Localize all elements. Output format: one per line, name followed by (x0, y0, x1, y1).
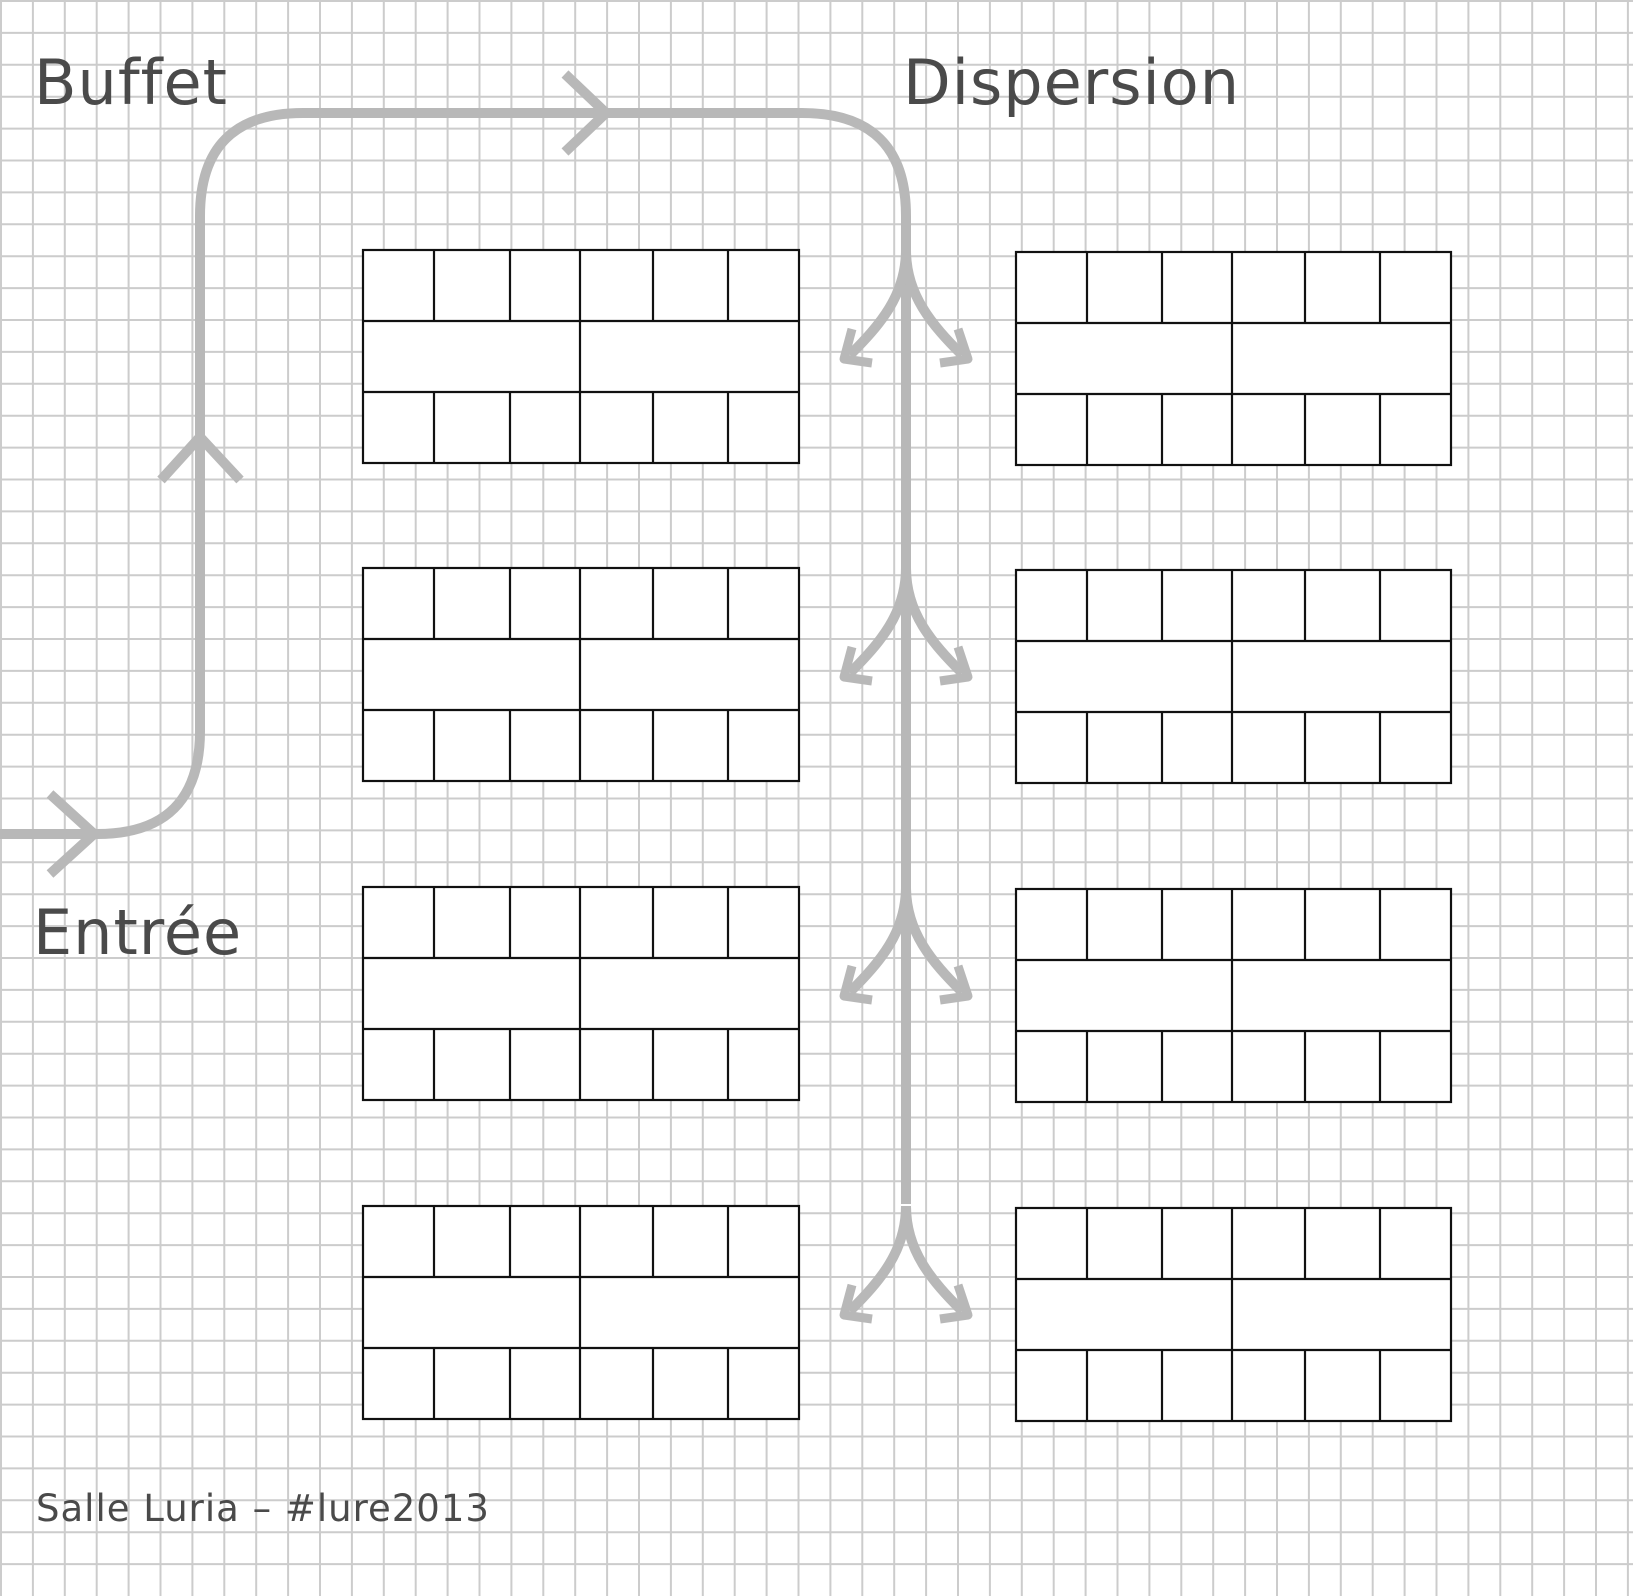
left-branch-curve (846, 1205, 911, 1315)
caption-label: Salle Luria – #lure2013 (36, 1487, 490, 1530)
right-branch-curve (901, 886, 966, 996)
left-branch-curve (846, 567, 911, 677)
table-cell-lines (1016, 889, 1451, 1102)
entree-label: Entrée (33, 896, 243, 969)
table-blocks (361, 248, 1453, 1423)
dispersion-branch (839, 886, 973, 1005)
entry-arrowhead (46, 790, 99, 878)
upward-arrowhead (157, 432, 244, 484)
right-branch-arrowhead (939, 645, 973, 686)
table-cell-lines (363, 887, 799, 1100)
dispersion-label: Dispersion (903, 46, 1241, 119)
table-block (361, 1204, 801, 1421)
dispersion-branch (839, 249, 973, 368)
flow-paths (0, 70, 973, 1324)
right-branch-curve (901, 249, 966, 359)
table-cell-lines (1016, 252, 1451, 465)
table-block (1014, 568, 1453, 785)
buffet-label: Buffet (34, 46, 228, 119)
table-block (361, 566, 801, 783)
right-branch-curve (901, 567, 966, 677)
right-branch-arrowhead (939, 964, 973, 1005)
table-block (361, 885, 801, 1102)
table-outline (1014, 887, 1453, 1104)
dispersion-branch (839, 567, 973, 686)
table-outline (1014, 250, 1453, 467)
table-cell-lines (1016, 570, 1451, 783)
left-branch-arrowhead (839, 1283, 873, 1324)
left-branch-arrowhead (839, 645, 873, 686)
main-flow-path (0, 108, 911, 1204)
right-branch-arrowhead (939, 327, 973, 368)
table-block (1014, 887, 1453, 1104)
table-block (1014, 250, 1453, 467)
table-cell-lines (363, 250, 799, 463)
table-block (361, 248, 801, 465)
dispersion-branch (839, 1205, 973, 1324)
right-branch-arrowhead (939, 1283, 973, 1324)
table-cell-lines (1016, 1208, 1451, 1421)
table-outline (1014, 568, 1453, 785)
rightward-arrowhead (561, 70, 611, 156)
left-branch-curve (846, 249, 911, 359)
table-block (1014, 1206, 1453, 1423)
right-branch-curve (901, 1205, 966, 1315)
table-cell-lines (363, 568, 799, 781)
left-branch-arrowhead (839, 327, 873, 368)
table-cell-lines (363, 1206, 799, 1419)
left-branch-arrowhead (839, 964, 873, 1005)
table-outline (1014, 1206, 1453, 1423)
left-branch-curve (846, 886, 911, 996)
